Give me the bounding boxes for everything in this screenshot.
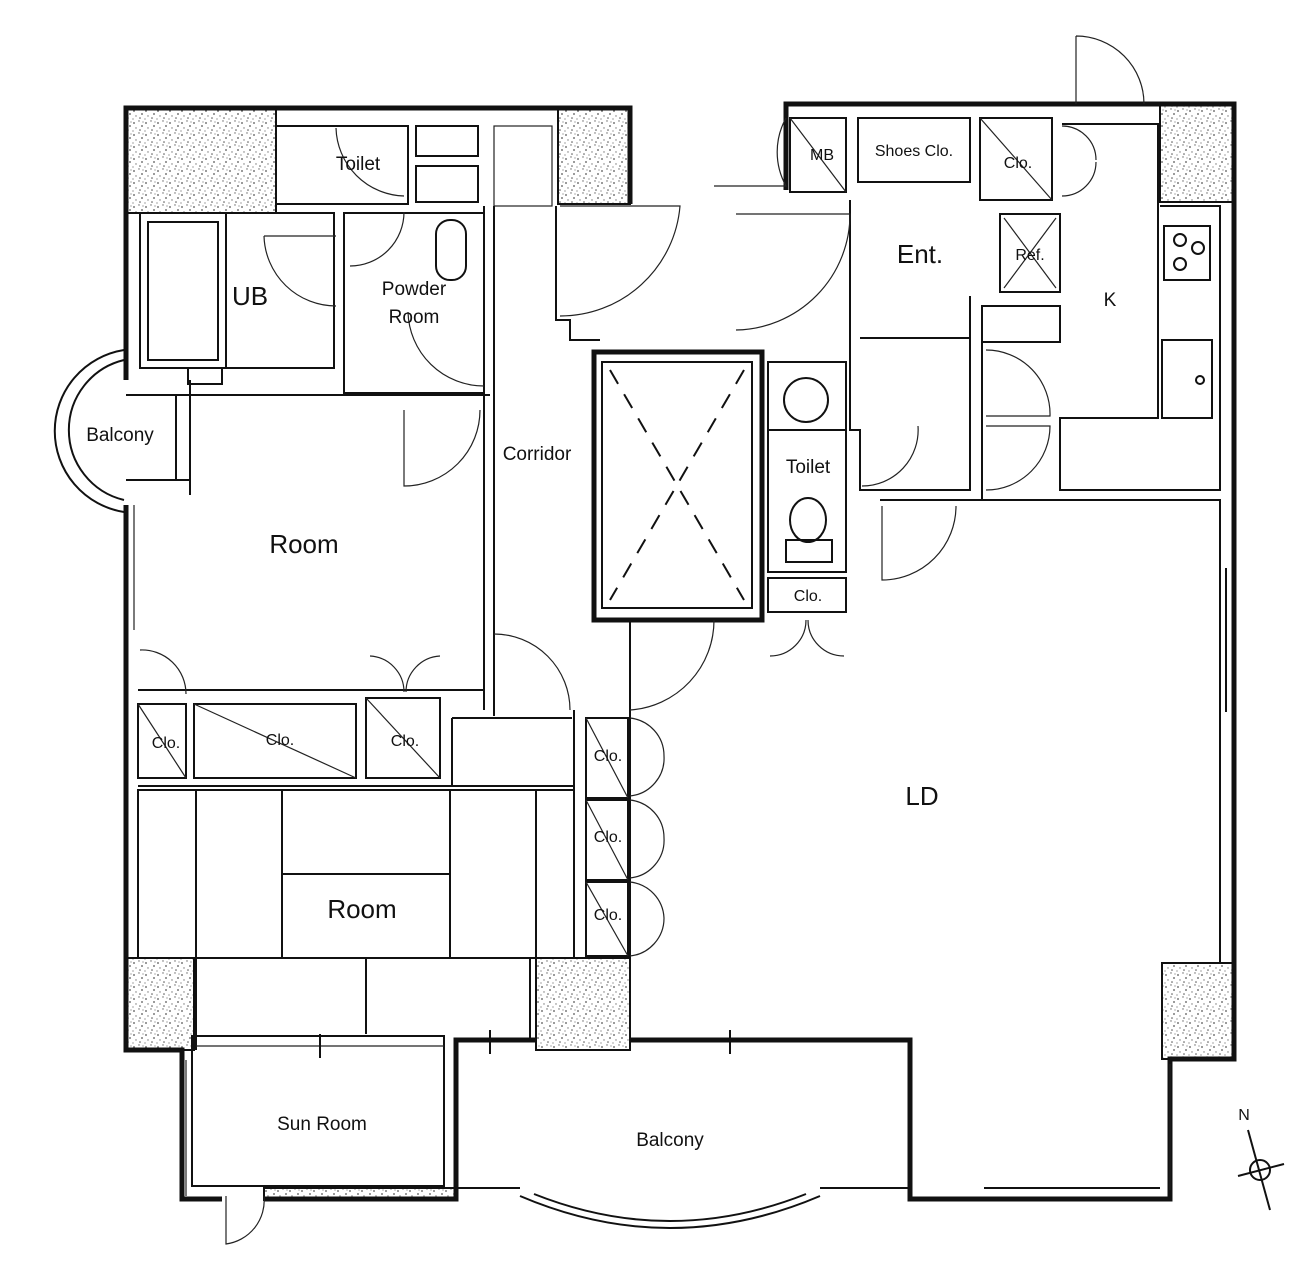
label-sun-room: Sun Room [277,1114,367,1135]
label-ub: UB [232,281,268,311]
room-labels: Toilet UB Powder Room Balcony Corridor R… [86,143,1250,1151]
label-toilet-center: Toilet [786,457,831,478]
label-toilet-upper: Toilet [336,154,381,175]
north-arrow [1237,1129,1285,1211]
label-clo-c1: Clo. [594,748,622,765]
label-clo-3: Clo. [391,733,419,750]
label-clo-c2: Clo. [594,829,622,846]
label-k: K [1104,290,1117,311]
label-room-lower: Room [327,894,396,924]
label-balcony-west: Balcony [86,425,154,446]
label-corridor: Corridor [503,444,572,465]
label-clo-1: Clo. [152,735,180,752]
label-shoes-clo: Shoes Clo. [875,143,953,160]
label-north: N [1238,1107,1250,1124]
label-clo-2: Clo. [266,732,294,749]
label-powder-room-1: Powder [382,279,447,300]
label-clo-c3: Clo. [594,907,622,924]
label-ref: Ref. [1015,247,1044,264]
label-balcony-south: Balcony [636,1130,704,1151]
label-mb: MB [810,147,834,164]
outer-walls [123,101,1237,1202]
label-powder-room-2: Room [389,307,440,328]
balcony-outlines [53,349,821,1229]
door-swings [139,35,1145,1245]
label-clo-ent: Clo. [1004,155,1032,172]
label-clo-center: Clo. [794,588,822,605]
label-ent: Ent. [897,239,943,269]
interior-walls [126,117,1227,1196]
label-room-upper: Room [269,529,338,559]
label-ld: LD [905,781,938,811]
